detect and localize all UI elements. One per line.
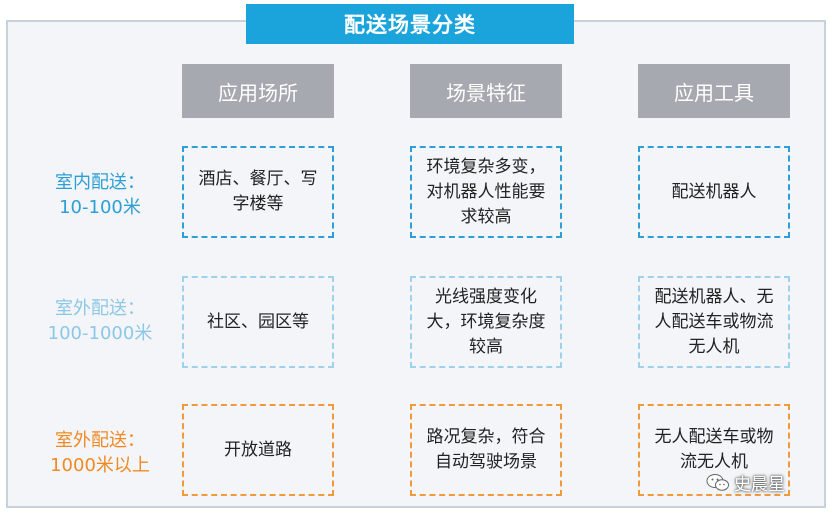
column-header-tool: 应用工具: [638, 64, 790, 118]
cell-outdoor-mid-place: 社区、园区等: [182, 276, 334, 368]
row-label-outdoor-far-line1: 室外配送：: [55, 430, 145, 451]
cell-outdoor-far-feature: 路况复杂，符合自动驾驶场景: [410, 404, 562, 496]
cell-outdoor-mid-tool: 配送机器人、无人配送车或物流无人机: [638, 276, 790, 368]
diagram-title: 配送场景分类: [246, 4, 574, 44]
cell-indoor-tool: 配送机器人: [638, 146, 790, 238]
watermark-text: 史晨星: [734, 475, 785, 495]
row-label-outdoor-far: 室外配送： 1000米以上: [30, 428, 170, 478]
cell-indoor-place: 酒店、餐厅、写字楼等: [182, 146, 334, 238]
column-header-feature: 场景特征: [410, 64, 562, 118]
wechat-icon: [706, 473, 729, 491]
column-header-place: 应用场所: [182, 64, 334, 118]
cell-indoor-feature: 环境复杂多变，对机器人性能要求较高: [410, 146, 562, 238]
row-label-indoor: 室内配送： 10-100米: [30, 170, 170, 220]
row-label-indoor-line2: 10-100米: [59, 197, 141, 218]
row-label-outdoor-mid-line1: 室外配送：: [55, 298, 145, 319]
cell-outdoor-far-place: 开放道路: [182, 404, 334, 496]
row-label-outdoor-mid-line2: 100-1000米: [47, 323, 153, 344]
watermark: 史晨星: [706, 470, 785, 495]
row-label-outdoor-mid: 室外配送： 100-1000米: [30, 296, 170, 346]
row-label-indoor-line1: 室内配送：: [55, 172, 145, 193]
cell-outdoor-mid-feature: 光线强度变化大，环境复杂度较高: [410, 276, 562, 368]
row-label-outdoor-far-line2: 1000米以上: [50, 455, 150, 476]
